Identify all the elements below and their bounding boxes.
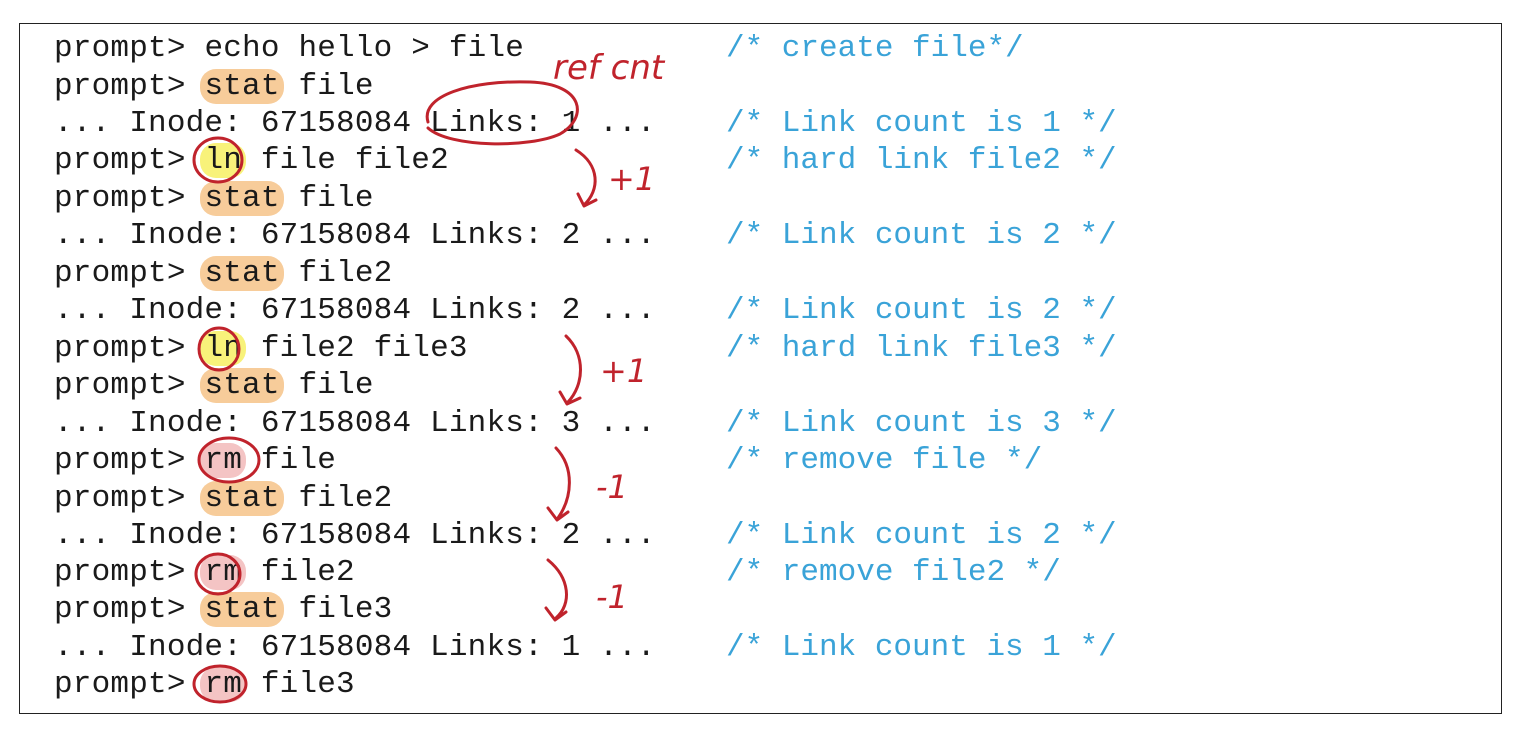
comment-15: /* remove file2 */: [726, 555, 1061, 590]
line-9: prompt> ln file2 file3: [54, 330, 468, 367]
command-args: file2 file3: [242, 331, 468, 366]
prompt-text: prompt>: [54, 555, 205, 590]
rm-command-highlight: rm: [200, 555, 247, 590]
line-7: prompt> stat file2: [54, 255, 392, 292]
line-2: prompt> stat file: [54, 68, 374, 105]
command-args: file: [279, 181, 374, 216]
minus-one-annotation: -1: [596, 578, 628, 616]
line-8: ... Inode: 67158084 Links: 2 ...: [54, 293, 656, 328]
comment-1: /* create file*/: [726, 31, 1024, 66]
comment-17: /* Link count is 1 */: [726, 630, 1117, 665]
comment-9: /* hard link file3 */: [726, 331, 1117, 366]
command-args: file2: [279, 481, 393, 516]
prompt-text: prompt>: [54, 69, 205, 104]
prompt-text: prompt>: [54, 31, 205, 66]
prompt-text: prompt>: [54, 256, 205, 291]
plus-one-annotation: +1: [600, 352, 648, 390]
comment-12: /* remove file */: [726, 443, 1043, 478]
command-args: file file2: [242, 143, 449, 178]
command-args: file: [279, 368, 374, 403]
comment-4: /* hard link file2 */: [726, 143, 1117, 178]
line-14: ... Inode: 67158084 Links: 2 ...: [54, 518, 656, 553]
command-text: echo hello > file: [204, 31, 525, 66]
line-16: prompt> stat file3: [54, 591, 392, 628]
stat-command-highlight: stat: [200, 368, 284, 403]
line-5: prompt> stat file: [54, 180, 374, 217]
stat-command-highlight: stat: [200, 69, 284, 104]
line-15: prompt> rm file2: [54, 554, 355, 591]
line-4: prompt> ln file file2: [54, 142, 449, 179]
prompt-text: prompt>: [54, 331, 205, 366]
stat-command-highlight: stat: [200, 256, 284, 291]
command-args: file3: [242, 667, 355, 702]
ref-cnt-annotation: ref cnt: [553, 48, 665, 88]
command-args: file: [279, 69, 374, 104]
command-args: file2: [279, 256, 393, 291]
rm-command-highlight: rm: [200, 443, 247, 478]
prompt-text: prompt>: [54, 368, 205, 403]
comment-8: /* Link count is 2 */: [726, 293, 1117, 328]
plus-one-annotation: +1: [608, 160, 656, 198]
prompt-text: prompt>: [54, 181, 205, 216]
prompt-text: prompt>: [54, 481, 205, 516]
prompt-text: prompt>: [54, 143, 205, 178]
line-3: ... Inode: 67158084 Links: 1 ...: [54, 106, 656, 141]
comment-11: /* Link count is 3 */: [726, 406, 1117, 441]
ln-command-highlight: ln: [200, 143, 247, 178]
line-13: prompt> stat file2: [54, 480, 392, 517]
prompt-text: prompt>: [54, 667, 205, 702]
line-18: prompt> rm file3: [54, 666, 355, 703]
comment-6: /* Link count is 2 */: [726, 218, 1117, 253]
ln-command-highlight: ln: [200, 331, 247, 366]
stat-command-highlight: stat: [200, 592, 284, 627]
line-1: prompt> echo hello > file: [54, 30, 524, 67]
rm-command-highlight: rm: [200, 667, 247, 702]
command-args: file3: [279, 592, 393, 627]
command-args: file: [242, 443, 337, 478]
stat-command-highlight: stat: [200, 181, 284, 216]
minus-one-annotation: -1: [596, 468, 628, 506]
line-11: ... Inode: 67158084 Links: 3 ...: [54, 406, 656, 441]
command-args: file2: [242, 555, 355, 590]
line-12: prompt> rm file: [54, 442, 336, 479]
stat-command-highlight: stat: [200, 481, 284, 516]
comment-3: /* Link count is 1 */: [726, 106, 1117, 141]
line-6: ... Inode: 67158084 Links: 2 ...: [54, 218, 656, 253]
line-10: prompt> stat file: [54, 367, 374, 404]
comment-14: /* Link count is 2 */: [726, 518, 1117, 553]
prompt-text: prompt>: [54, 443, 205, 478]
line-17: ... Inode: 67158084 Links: 1 ...: [54, 630, 656, 665]
prompt-text: prompt>: [54, 592, 205, 627]
